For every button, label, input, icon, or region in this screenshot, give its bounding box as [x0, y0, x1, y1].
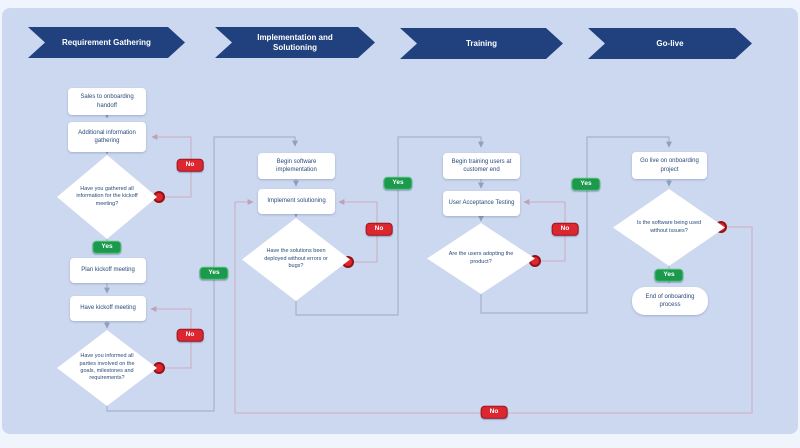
- step-user-acceptance-testing: User Acceptance Testing: [443, 191, 520, 216]
- no-badge: No: [176, 328, 204, 342]
- no-badge: No: [176, 158, 204, 172]
- phase-banner-training: Training: [400, 28, 563, 59]
- step-begin-software-implementation: Begin software implementation: [258, 153, 335, 179]
- step-plan-kickoff: Plan kickoff meeting: [70, 258, 146, 283]
- step-have-kickoff: Have kickoff meeting: [70, 296, 146, 321]
- step-sales-handoff: Sales to onboarding handoff: [68, 88, 146, 115]
- yes-badge: Yes: [654, 268, 684, 282]
- yes-badge: Yes: [92, 240, 122, 254]
- step-begin-training-users: Begin training users at customer end: [443, 153, 520, 179]
- phase-label: Implementation and Solutioning: [257, 32, 333, 52]
- no-badge: No: [551, 222, 579, 236]
- no-badge: No: [480, 405, 508, 419]
- phase-label: Training: [465, 38, 498, 48]
- step-additional-info-gathering: Additional information gathering: [68, 122, 146, 152]
- step-go-live-project: Go live on onboarding project: [632, 152, 707, 179]
- phase-label: Requirement Gathering: [62, 37, 151, 47]
- step-implement-solutioning: Implement solutioning: [258, 189, 335, 214]
- phase-banner-go-live: Go-live: [588, 28, 752, 59]
- phase-banner-requirement-gathering: Requirement Gathering: [28, 27, 185, 58]
- yes-badge: Yes: [199, 266, 229, 280]
- phase-label: Go-live: [656, 38, 684, 48]
- yes-badge: Yes: [571, 177, 601, 191]
- decision-no-port-dots: [153, 191, 727, 374]
- terminator-end-of-onboarding: End of onboarding process: [632, 287, 708, 315]
- phase-banner-implementation: Implementation and Solutioning: [215, 27, 375, 58]
- yes-badge: Yes: [383, 176, 413, 190]
- no-badge: No: [365, 222, 393, 236]
